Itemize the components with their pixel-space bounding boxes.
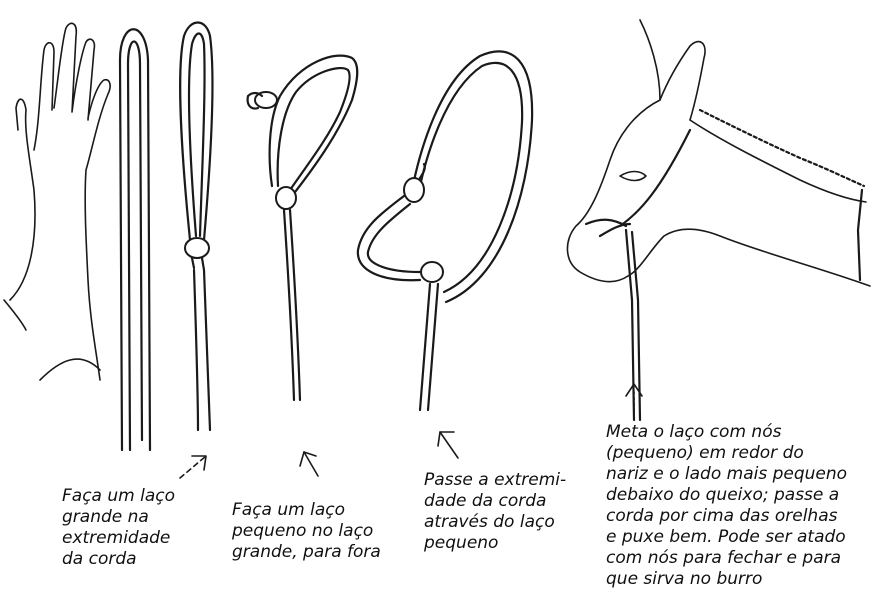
rope-long-loop xyxy=(120,29,150,450)
caption-step3: Passe a extremi- dade da corda através d… xyxy=(424,470,566,554)
bottom-knot-icon xyxy=(421,262,443,282)
top-knot-icon xyxy=(404,178,424,202)
hand-drawing xyxy=(4,23,110,380)
arrow-step2 xyxy=(300,452,318,476)
knot-icon xyxy=(276,187,296,209)
mule-head-drawing xyxy=(567,20,870,420)
arrow-step1 xyxy=(180,456,206,478)
caption-step4: Meta o laço com nós (pequeno) em redor d… xyxy=(606,422,847,590)
arrow-step3 xyxy=(438,432,458,458)
rope-halter-shape xyxy=(358,52,532,410)
rope-loop-with-knot xyxy=(180,23,212,431)
caption-step2: Faça um laço pequeno no laço grande, par… xyxy=(232,500,381,563)
knot-icon xyxy=(185,238,209,258)
caption-step1: Faça um laço grande na extremidade da co… xyxy=(62,486,175,570)
rope-small-loop xyxy=(248,56,358,400)
